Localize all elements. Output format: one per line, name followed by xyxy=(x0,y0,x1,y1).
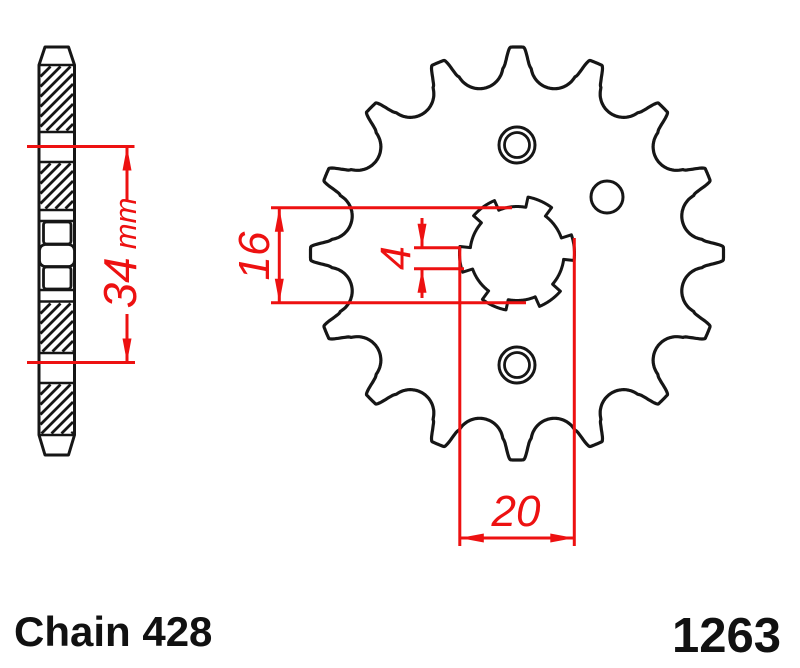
dimension-label-34mm: 34mm xyxy=(94,198,146,309)
side-view-hub-block xyxy=(38,243,76,268)
chain-size-label: Chain 428 xyxy=(14,608,212,655)
dimension-label-20: 20 xyxy=(491,487,541,536)
bolt-hole-bottom-inner xyxy=(503,351,531,379)
bolt-hole-bottom-outer xyxy=(497,345,537,385)
dimension-spline-notch-width: 4 xyxy=(372,218,464,298)
bolt-hole-top-inner xyxy=(503,131,531,159)
side-view-spline-slot-lower xyxy=(42,265,73,291)
bolt-hole-top-outer xyxy=(497,125,537,165)
dimension-arrowhead xyxy=(550,533,575,543)
dimension-bore-diameter: 16 xyxy=(230,206,526,305)
dimension-label-4: 4 xyxy=(372,246,420,270)
dimension-arrowhead xyxy=(274,207,284,232)
dimension-arrowhead xyxy=(122,146,132,171)
dimension-label-16: 16 xyxy=(230,231,279,280)
side-view-spline-slot-upper xyxy=(42,220,73,246)
dimension-arrowhead xyxy=(417,268,427,293)
dimension-annotations: 34mm 16 4 20 xyxy=(27,145,576,546)
dimension-arrowhead xyxy=(122,338,132,363)
dimension-arrowhead xyxy=(274,278,284,303)
dimension-arrowhead xyxy=(417,223,427,248)
dimension-arrowhead xyxy=(459,533,484,543)
part-number-label: 1263 xyxy=(672,609,781,663)
dimension-overall-width: 34mm xyxy=(27,145,146,364)
dimension-spline-outer-diameter: 20 xyxy=(458,238,576,546)
side-view-hatching xyxy=(39,65,74,435)
sprocket-front-view xyxy=(308,45,726,462)
sprocket-side-view xyxy=(37,45,76,457)
pin-hole-right xyxy=(589,179,625,215)
